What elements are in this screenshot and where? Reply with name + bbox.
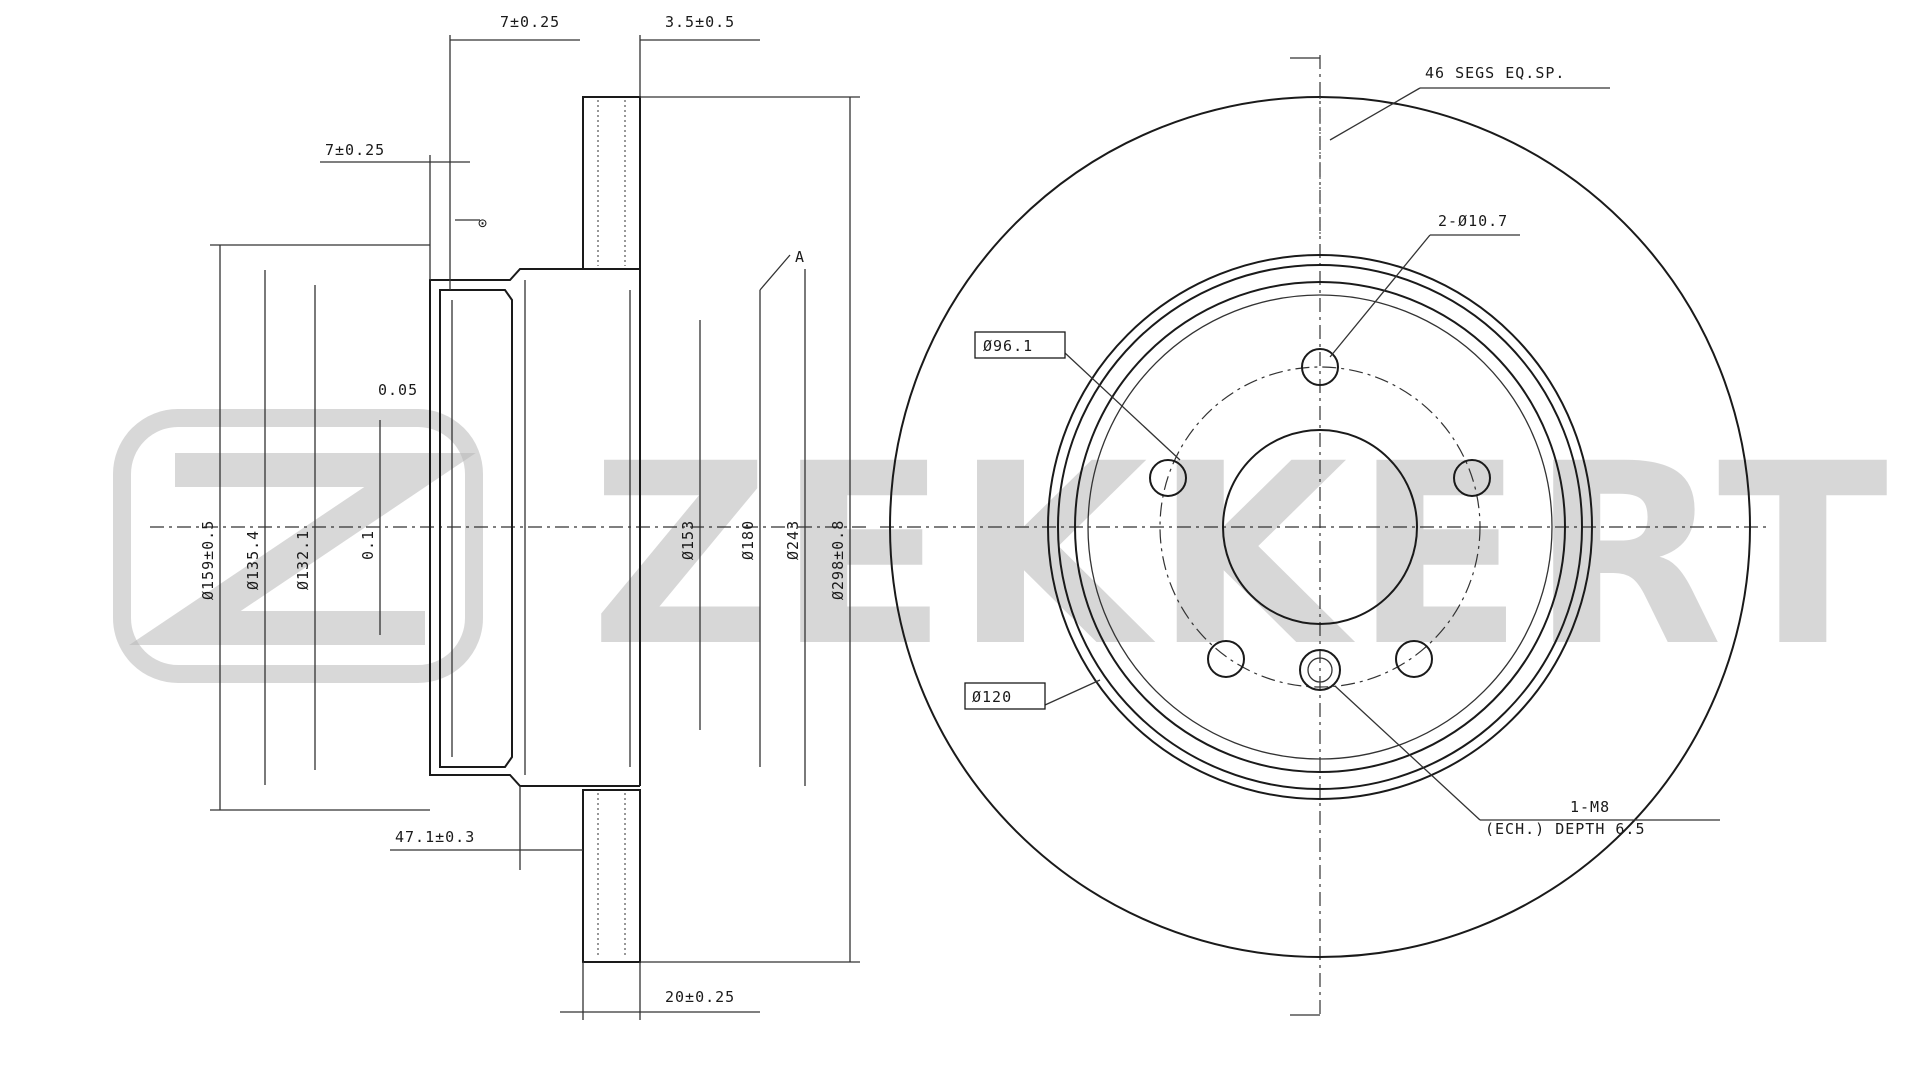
leader-note-top: [1329, 87, 1421, 141]
label-dim-small: 0.1: [359, 530, 377, 560]
disc-rim-inner-circle: [1057, 264, 1583, 790]
label-bolt-holes: 2-Ø10.7: [1438, 212, 1508, 230]
brand-watermark: ZEKKERT: [113, 409, 1894, 701]
rotor-hub-face: [439, 289, 513, 768]
label-dim-left-top: 7±0.25: [325, 141, 385, 159]
rotor-ring-upper: [582, 96, 641, 270]
disc-rim-circle: [1047, 254, 1593, 800]
label-thread-2: (ECH.) DEPTH 6.5: [1485, 820, 1646, 838]
label-dim-top-1: 7±0.25: [500, 13, 560, 31]
bolt-hole: [1149, 459, 1187, 497]
bolt-holes: [1149, 348, 1491, 691]
bolt-hole: [1395, 640, 1433, 678]
leader-bolt-holes: [1329, 234, 1431, 358]
front-view: 46 SEGS EQ.SP. 2-Ø10.7 Ø96.1 Ø120 1-M8 (…: [880, 55, 1770, 1016]
watermark-text: ZEKKERT: [590, 410, 1894, 701]
rotor-ring-lower: [582, 789, 641, 963]
label-thread-1: 1-M8: [1570, 798, 1610, 816]
threaded-hole-inner: [1307, 657, 1333, 683]
disc-hat-circle: [1074, 281, 1566, 773]
disc-hat-inner-circle: [1087, 294, 1553, 760]
watermark-logo-frame: [113, 409, 483, 683]
label-d-hub-1: Ø135.4: [244, 530, 262, 590]
watermark-logo-z: [129, 453, 476, 645]
side-section-view: 7±0.25 3.5±0.5 7±0.25 ⊙ 0.05 A Ø159±0.5 …: [150, 13, 870, 1020]
disc-pcd-circle: [1159, 366, 1481, 688]
label-d-center-1: Ø153: [679, 520, 697, 560]
disc-bore-circle: [1222, 429, 1418, 625]
bolt-hole: [1207, 640, 1245, 678]
label-parallel-symbol: ⊙: [478, 214, 488, 232]
label-pcd: Ø96.1: [983, 337, 1033, 355]
pcd-label-box: [974, 331, 1066, 359]
section-leader: [759, 254, 791, 291]
label-d-disc: Ø298±0.8: [829, 520, 847, 600]
label-thickness: 20±0.25: [665, 988, 735, 1006]
leader-pcd: [1064, 352, 1181, 461]
label-d-hub-2: Ø132.1: [294, 530, 312, 590]
label-dim-top-2: 3.5±0.5: [665, 13, 735, 31]
label-height: 47.1±0.3: [395, 828, 475, 846]
label-note-top: 46 SEGS EQ.SP.: [1425, 64, 1565, 82]
leader-bore: [1044, 679, 1101, 706]
label-d-outer-hat: Ø159±0.5: [199, 520, 217, 600]
label-section-mark: A: [795, 248, 805, 266]
leader-thread: [1334, 685, 1481, 821]
label-bore: Ø120: [972, 688, 1012, 706]
label-runout: 0.05: [378, 381, 418, 399]
rotor-hat-profile: [429, 268, 583, 787]
rotor-hat-profile-inner: [583, 268, 641, 787]
bolt-hole: [1453, 459, 1491, 497]
threaded-hole: [1299, 649, 1341, 691]
label-d-center-2: Ø180: [739, 520, 757, 560]
label-d-rim: Ø243: [784, 520, 802, 560]
bore-label-box: [964, 682, 1046, 710]
bolt-hole: [1301, 348, 1339, 386]
